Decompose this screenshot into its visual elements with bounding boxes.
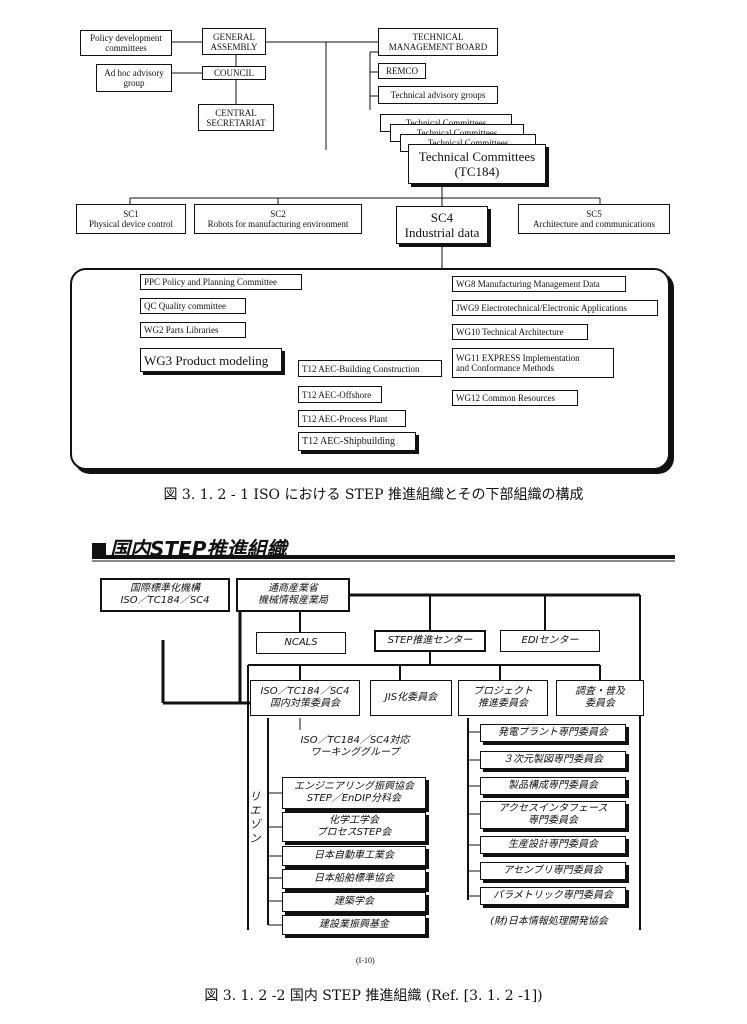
qc-box: QC Quality committee xyxy=(140,298,246,314)
technical-committees-tc184-box: Technical Committees (TC184) xyxy=(408,144,546,184)
sc2-box: SC2 Robots for manufacturing environment xyxy=(194,204,362,234)
jwg9-box: JWG9 Electrotechnical/Electronic Applica… xyxy=(452,300,658,316)
project-org-access: アクセスインタフェース 専門委員会 xyxy=(480,801,626,829)
miti-box: 通商産業省 機械情報産業局 xyxy=(236,578,350,612)
liaison-org-eng: エンジニアリング振興協会 STEP／EnDIP分科会 xyxy=(282,777,426,809)
t12-process-plant-box: T12 AEC-Process Plant xyxy=(298,410,406,427)
wg3-box: WG3 Product modeling xyxy=(140,348,282,372)
jipdec-label: (財)日本情報処理開発協会 xyxy=(464,912,634,932)
step-center-box: STEP推進センター xyxy=(374,630,486,652)
central-secretariat-box: CENTRAL SECRETARIAT xyxy=(198,104,274,131)
wg2-box: WG2 Parts Libraries xyxy=(140,322,246,338)
liaison-org-arch: 建築学会 xyxy=(282,892,426,912)
project-org-production: 生産設計専門委員会 xyxy=(480,836,626,854)
wg11-box: WG11 EXPRESS Implementation and Conforma… xyxy=(452,348,614,378)
figure-1-caption: 図 3. 1. 2 - 1 ISO における STEP 推進組織とその下部組織の… xyxy=(163,487,584,503)
iso-wg-box: ISO／TC184／SC4対応 ワーキンググループ xyxy=(282,730,428,764)
remco-box: REMCO xyxy=(378,63,426,79)
survey-committee-box: 調査・普及 委員会 xyxy=(556,680,644,716)
general-assembly-box: GENERAL ASSEMBLY xyxy=(202,28,266,55)
project-org-power: 発電プラント専門委員会 xyxy=(480,724,626,742)
wg12-box: WG12 Common Resources xyxy=(452,390,578,406)
liaison-org-ship: 日本船舶標準協会 xyxy=(282,869,426,889)
liaison-org-const: 建設業振興基金 xyxy=(282,915,426,935)
liaison-org-auto: 日本自動車工業会 xyxy=(282,846,426,866)
sc5-box: SC5 Architecture and communications xyxy=(518,204,670,234)
figure-2-caption: 図 3. 1. 2 -2 国内 STEP 推進組織 (Ref. [3. 1. 2… xyxy=(204,988,543,1004)
adhoc-advisory-box: Ad hoc advisory group xyxy=(96,64,172,92)
sc1-box: SC1 Physical device control xyxy=(76,204,186,234)
council-box: COUNCIL xyxy=(202,66,266,80)
ncals-box: NCALS xyxy=(256,632,346,654)
page-number: (I-10) xyxy=(356,956,375,965)
t12-offshore-box: T12 AEC-Offshore xyxy=(298,386,382,403)
project-committee-box: プロジェクト 推進委員会 xyxy=(458,680,548,716)
ppc-box: PPC Policy and Planning Committee xyxy=(140,274,302,290)
figure-2-title: 国内STEP推進組織 xyxy=(92,533,286,562)
project-org-assembly: アセンブリ専門委員会 xyxy=(480,862,626,880)
iso-org-box: 国際標準化機構 ISO／TC184／SC4 xyxy=(100,578,230,612)
project-org-parametric: パラメトリック専門委員会 xyxy=(480,887,626,905)
t12-shipbuilding-box: T12 AEC-Shipbuilding xyxy=(298,432,416,451)
liaison-org-chem: 化学工学会 プロセスSTEP会 xyxy=(282,812,426,842)
policy-development-box: Policy development committees xyxy=(80,30,172,56)
project-org-product: 製品構成専門委員会 xyxy=(480,777,626,795)
technical-advisory-groups-box: Technical advisory groups xyxy=(378,86,498,104)
project-org-3d: ３次元製図専門委員会 xyxy=(480,751,626,769)
wg8-box: WG8 Manufacturing Management Data xyxy=(452,276,626,292)
iso-domestic-committee-box: ISO／TC184／SC4 国内対策委員会 xyxy=(250,680,360,716)
wg10-box: WG10 Technical Architecture xyxy=(452,324,588,340)
sc4-box: SC4 Industrial data xyxy=(396,206,488,244)
liaison-label: リエゾン xyxy=(249,790,261,845)
technical-management-board-box: TECHNICAL MANAGEMENT BOARD xyxy=(378,28,498,56)
t12-building-box: T12 AEC-Building Construction xyxy=(298,360,442,377)
jis-committee-box: JIS化委員会 xyxy=(370,680,452,716)
edi-center-box: EDIセンター xyxy=(500,630,600,652)
